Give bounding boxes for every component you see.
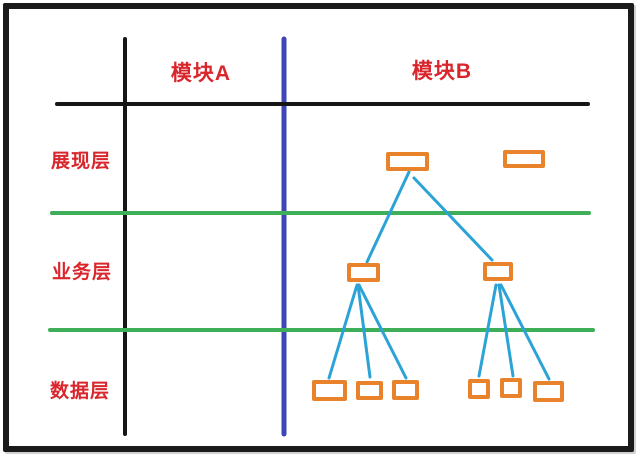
connector-business-box-1-to-data-box-3 [357,283,408,380]
connector-business-box-1-to-data-box-2 [356,283,372,379]
connector-business-box-2-to-data-box-4 [477,283,498,378]
outer-border-frame [3,3,634,452]
row-label-presentation-layer: 展现层 [50,151,111,172]
row-label-data-layer: 数据层 [49,381,110,402]
connector-presentation-box-1-to-business-box-1 [365,170,411,264]
connector-presentation-box-1-to-business-box-2 [412,176,494,262]
connector-business-box-2-to-data-box-6 [499,283,551,381]
column-header-module-b: 模块B [411,60,473,83]
row-label-business-layer: 业务层 [51,262,112,283]
connector-business-box-1-to-data-box-1 [327,283,359,380]
connector-business-box-2-to-data-box-5 [497,283,515,378]
column-header-module-a: 模块A [170,62,232,85]
